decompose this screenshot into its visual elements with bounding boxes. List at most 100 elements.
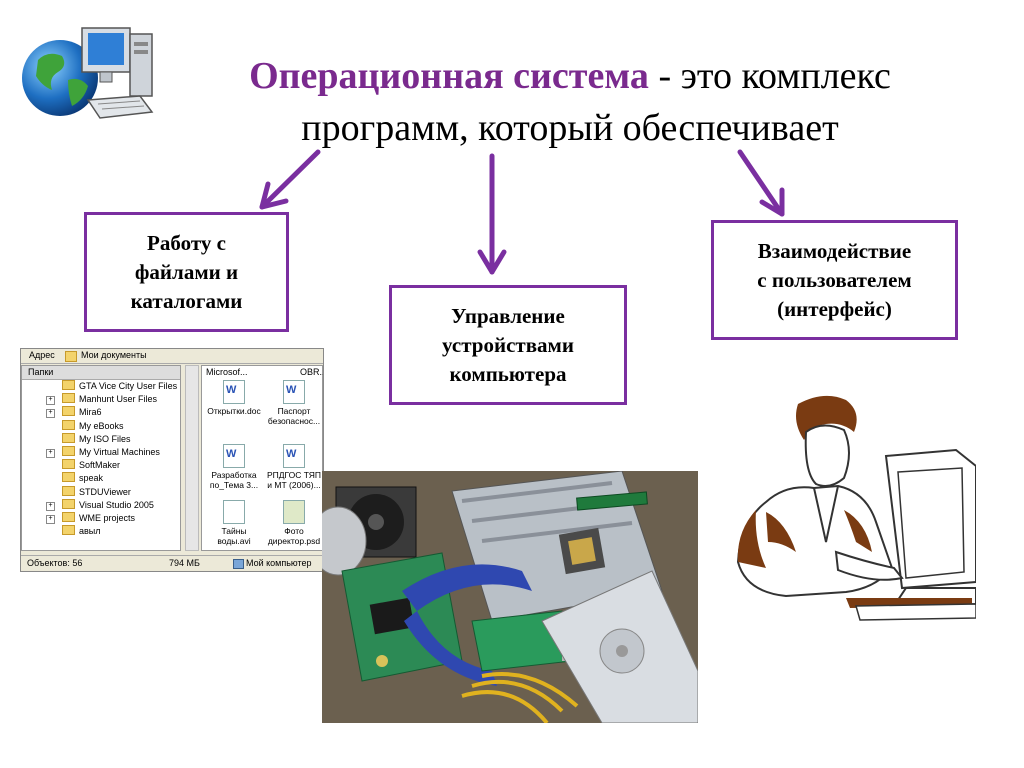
folder-name: Mira6 — [79, 407, 102, 418]
folder-icon — [62, 406, 75, 417]
file-column-header: OBR... — [300, 367, 323, 377]
box-interface-line: с пользователем — [757, 267, 912, 292]
address-bar[interactable]: Адрес Мои документы — [21, 349, 323, 364]
box-interface: Взаимодействие с пользователем (интерфей… — [711, 220, 958, 340]
file-explorer-window: Адрес Мои документы Папки GTA Vice City … — [20, 348, 324, 572]
vertical-scrollbar[interactable] — [185, 365, 199, 551]
folder-icon — [62, 472, 75, 483]
folder-icon — [62, 498, 75, 509]
globe-computer-icon — [22, 27, 154, 119]
folder-icon — [62, 419, 75, 430]
doc-file-icon — [223, 444, 245, 468]
folder-name: My ISO Files — [79, 433, 131, 444]
file-item[interactable]: Тайны воды.avi — [204, 500, 264, 546]
folder-name: SoftMaker — [79, 460, 121, 471]
file-name: Фото директор.psd — [267, 526, 321, 546]
file-column-header: Microsof... — [206, 367, 248, 377]
expand-icon[interactable]: + — [46, 448, 55, 458]
folder-tree-item[interactable]: + My Virtual Machines — [22, 445, 180, 459]
arrow-left — [259, 149, 321, 210]
box-files: Работу с файлами и каталогами — [84, 212, 289, 332]
arrow-center-head — [477, 249, 507, 275]
folder-icon — [62, 511, 75, 522]
folder-name: WME projects — [79, 512, 136, 523]
file-item[interactable]: РПДГОС ТЯП и МТ (2006)... — [264, 444, 323, 490]
folder-name: авыл — [79, 526, 101, 537]
computer-hardware-photo — [322, 471, 698, 723]
file-name: Тайны воды.avi — [217, 526, 251, 546]
folder-name: STDUViewer — [79, 486, 131, 497]
folder-icon — [62, 393, 75, 404]
folder-tree: Папки GTA Vice City User Files + Manhunt U… — [21, 365, 181, 568]
expand-icon[interactable]: + — [46, 514, 55, 524]
folder-tree-item[interactable]: авыл — [22, 525, 180, 538]
folder-icon — [62, 459, 75, 470]
status-bar: Объектов: 56 794 МБ Мой компьютер — [21, 555, 323, 571]
arrow-right — [737, 149, 785, 217]
box-devices-line: Управление — [451, 303, 565, 328]
arrow-right-head — [759, 187, 785, 217]
folder-name: speak — [79, 473, 104, 484]
file-item[interactable]: Фото директор.psd — [264, 500, 323, 546]
folder-name: Visual Studio 2005 — [79, 499, 154, 510]
box-devices: Управление устройствами компьютера — [389, 285, 627, 405]
folder-tree-item[interactable]: + Visual Studio 2005 — [22, 498, 180, 512]
computer-icon — [233, 559, 244, 569]
folder-tree-item[interactable]: speak — [22, 472, 180, 485]
status-size: 794 МБ — [169, 558, 200, 568]
file-item[interactable]: Открытки.doc — [204, 380, 264, 416]
title-line2: программ, который обеспечивает — [301, 107, 839, 149]
expand-icon[interactable]: + — [46, 409, 55, 419]
address-label: Адрес — [29, 350, 55, 360]
title-line1-rest: - это комплекс — [648, 55, 891, 97]
folder-name: My eBooks — [79, 420, 124, 431]
doc-file-icon — [283, 380, 305, 404]
slide-title: Операционная система - это комплекс прог… — [150, 50, 990, 154]
file-item[interactable]: Паспорт безопаснос... — [264, 380, 323, 426]
file-item[interactable]: Разработка по_Тема 3... — [204, 444, 264, 490]
folder-icon — [62, 485, 75, 496]
folder-tree-item[interactable]: My eBooks — [22, 419, 180, 433]
folder-tree-item[interactable]: GTA Vice City User Files — [22, 380, 180, 393]
folder-icon — [62, 432, 75, 443]
folder-icon — [62, 380, 75, 390]
doc-file-icon — [223, 380, 245, 404]
box-devices-line: устройствами — [442, 332, 574, 357]
box-interface-line: Взаимодействие — [757, 238, 912, 263]
folder-tree-item[interactable]: + Mira6 — [22, 406, 180, 419]
box-files-line: файлами и — [134, 259, 239, 284]
folder-name: GTA Vice City User Files — [79, 381, 178, 391]
psd-file-icon — [283, 500, 305, 524]
folder-icon — [62, 525, 75, 536]
folder-tree-item[interactable]: + WME projects — [22, 511, 180, 525]
address-value: Мои документы — [81, 350, 147, 360]
file-name: Открытки.doc — [207, 406, 261, 416]
box-interface-line: (интерфейс) — [777, 296, 892, 321]
expand-icon[interactable]: + — [46, 396, 55, 406]
arrow-left-head — [259, 181, 289, 210]
hardware-illustration — [322, 471, 698, 723]
avi-file-icon — [223, 500, 245, 524]
expand-icon[interactable]: + — [46, 501, 55, 511]
box-files-line: каталогами — [130, 288, 243, 313]
status-objects: Объектов: 56 — [27, 558, 83, 568]
file-name: РПДГОС ТЯП и МТ (2006)... — [266, 470, 322, 490]
box-devices-line: компьютера — [449, 361, 567, 386]
box-files-line: Работу с — [147, 230, 226, 255]
folder-name: Manhunt User Files — [79, 394, 158, 405]
folder-tree-item[interactable]: STDUViewer — [22, 485, 180, 499]
folder-tree-item[interactable]: My ISO Files — [22, 432, 180, 446]
file-name: Разработка по_Тема 3... — [209, 470, 259, 490]
folders-pane-title: Папки — [22, 366, 180, 380]
folder-icon — [62, 445, 75, 456]
title-highlight: Операционная система — [249, 55, 649, 97]
folder-icon — [65, 351, 77, 362]
folder-name: My Virtual Machines — [79, 446, 160, 457]
folder-tree-item[interactable]: + Manhunt User Files — [22, 393, 180, 406]
user-at-computer-clipart — [736, 395, 976, 621]
folder-tree-item[interactable]: SoftMaker — [22, 459, 180, 472]
file-list: Microsof... OBR... Открытки.doc Паспорт б… — [201, 365, 323, 551]
doc-file-icon — [283, 444, 305, 468]
file-name: Паспорт безопаснос... — [267, 406, 321, 426]
